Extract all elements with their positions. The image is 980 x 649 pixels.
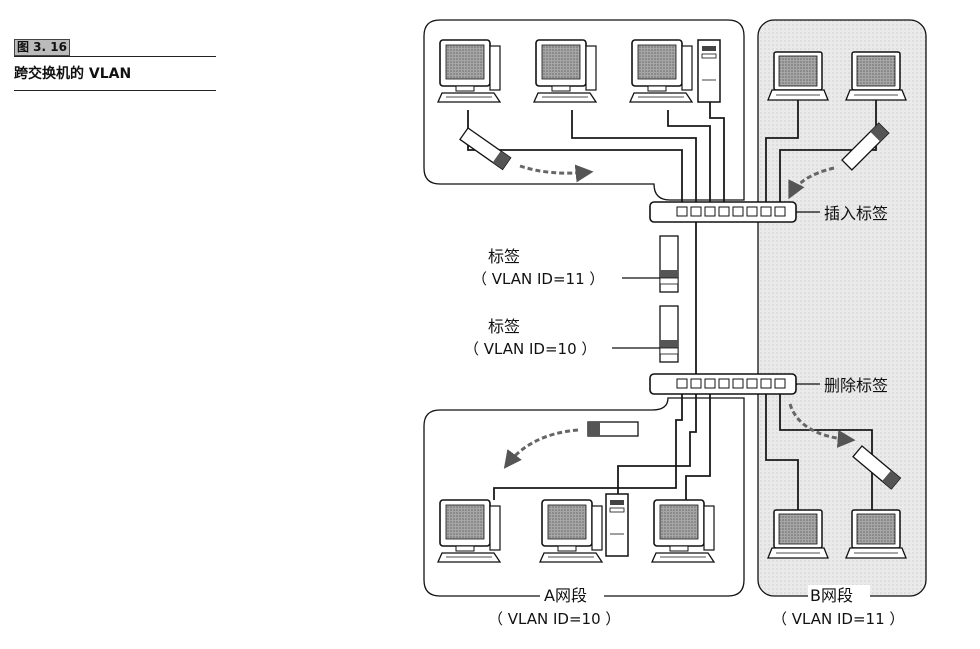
remove-tag-label: 删除标签 xyxy=(824,376,888,395)
tag-upper-title: 标签 xyxy=(488,247,520,266)
frame-packet-icon xyxy=(852,445,902,490)
tag-lower-title: 标签 xyxy=(488,317,520,336)
tagged-frame-vlan11 xyxy=(659,235,679,293)
tag-lower-id: （ VLAN ID=10 ） xyxy=(464,340,596,358)
tagged-frame-vlan10 xyxy=(659,305,679,363)
frame-flow-arrow xyxy=(788,403,856,448)
segment-b-id: （ VLAN ID=11 ） xyxy=(772,610,904,628)
switch-upper xyxy=(649,201,797,223)
switch-lower xyxy=(649,373,797,395)
server-tower-icon xyxy=(697,39,721,103)
insert-tag-label: 插入标签 xyxy=(824,204,888,223)
figure-title: 跨交换机的 VLAN xyxy=(14,66,132,82)
desktop-computer-icon xyxy=(651,499,715,563)
laptop-icon xyxy=(767,51,829,101)
laptop-icon xyxy=(845,51,907,101)
desktop-computer-icon xyxy=(629,39,693,103)
desktop-computer-icon xyxy=(437,39,501,103)
tag-upper-id: （ VLAN ID=11 ） xyxy=(472,270,604,288)
desktop-computer-icon xyxy=(533,39,597,103)
frame-flow-arrow xyxy=(788,166,835,200)
frame-flow-arrow xyxy=(519,164,594,183)
laptop-icon xyxy=(845,509,907,559)
caption-bottom-rule xyxy=(14,90,216,91)
frame-flow-arrow xyxy=(503,428,579,469)
desktop-computer-icon xyxy=(437,499,501,563)
frame-packet-icon xyxy=(587,421,639,437)
segment-a-name: A网段 xyxy=(544,586,587,605)
segment-a-id: （ VLAN ID=10 ） xyxy=(488,610,620,628)
segment-b-name: B网段 xyxy=(810,586,853,605)
desktop-computer-icon xyxy=(539,499,603,563)
figure-caption: 图 3. 16 跨交换机的 VLAN xyxy=(14,36,216,91)
figure-number: 图 3. 16 xyxy=(14,39,70,56)
caption-top-rule xyxy=(14,56,216,57)
laptop-icon xyxy=(767,509,829,559)
server-tower-icon xyxy=(605,493,629,557)
